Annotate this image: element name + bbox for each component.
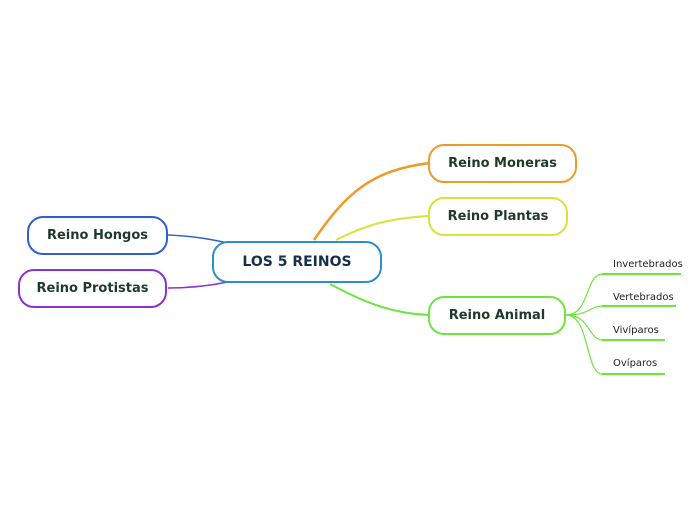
link-vertebrados: [565, 305, 603, 316]
subtopic-label: Vertebrados: [613, 292, 674, 303]
topic-label: Reino Animal: [448, 308, 546, 323]
central-topic[interactable]: LOS 5 REINOS: [212, 241, 382, 283]
subtopic-underline: [602, 305, 676, 307]
link-animal: [329, 283, 431, 316]
central-topic-label: LOS 5 REINOS: [242, 254, 352, 270]
subtopic-oviparos[interactable]: Ovíparos: [613, 358, 657, 369]
subtopic-label: Ovíparos: [613, 358, 658, 369]
topic-reino-moneras[interactable]: Reino Moneras: [428, 144, 577, 183]
topic-label: Reino Moneras: [448, 156, 557, 171]
link-oviparos: [565, 314, 603, 375]
topic-reino-protistas[interactable]: Reino Protistas: [18, 269, 167, 308]
link-hongos: [167, 234, 229, 244]
link-plantas: [335, 215, 431, 241]
link-moneras: [312, 161, 431, 241]
topic-reino-plantas[interactable]: Reino Plantas: [428, 197, 568, 236]
subtopic-label: Vivíparos: [613, 325, 659, 336]
topic-reino-hongos[interactable]: Reino Hongos: [27, 216, 168, 255]
subtopic-underline: [602, 339, 665, 341]
subtopic-underline: [602, 273, 681, 275]
topic-label: Reino Plantas: [447, 209, 549, 224]
subtopic-viviparos[interactable]: Vivíparos: [613, 325, 659, 336]
topic-label: Reino Hongos: [46, 228, 149, 243]
topic-reino-animal[interactable]: Reino Animal: [428, 296, 566, 335]
subtopic-label: Invertebrados: [613, 259, 683, 270]
topic-label: Reino Protistas: [36, 281, 149, 296]
link-invertebrados: [565, 273, 603, 316]
link-protistas: [167, 281, 229, 289]
subtopic-underline: [602, 373, 665, 375]
subtopic-invertebrados[interactable]: Invertebrados: [613, 259, 683, 270]
subtopic-vertebrados[interactable]: Vertebrados: [613, 292, 674, 303]
